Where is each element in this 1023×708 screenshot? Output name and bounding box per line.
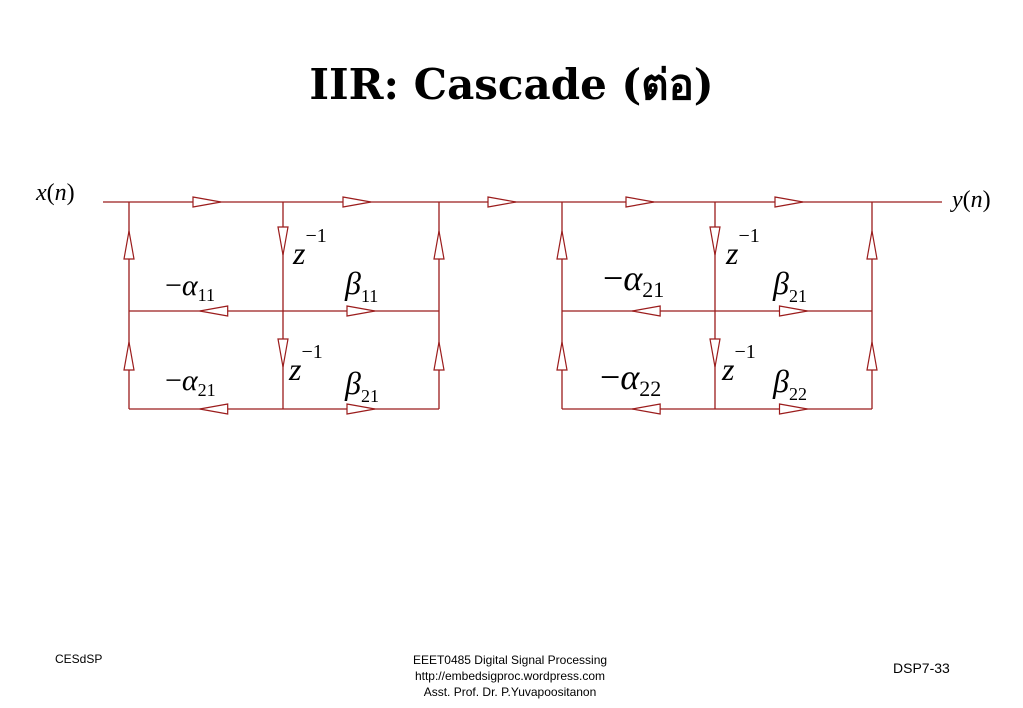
delay-2-2-label: z−1 <box>721 341 756 387</box>
section-1-beta-arrow-2 <box>346 403 376 415</box>
signal-wires <box>103 201 942 410</box>
section-2-delay-arrow-1 <box>709 226 721 256</box>
footer-author-line: Asst. Prof. Dr. P.Yuvapoositanon <box>423 685 597 699</box>
beta-2-2-label: β22 <box>772 363 807 404</box>
section-1-alpha-arrow-1 <box>199 305 229 317</box>
section-2-alpha-arrow-2 <box>632 403 661 415</box>
section-1-feedback-up-2 <box>123 341 135 371</box>
footer-left-text: CESdSP <box>55 652 103 666</box>
alpha-1-1-label: −α11 <box>165 269 215 305</box>
delay-1-1-label: z−1 <box>292 225 327 271</box>
section-1-feedforward-up-1 <box>433 230 445 260</box>
main-arrow-1 <box>192 196 222 208</box>
footer-course-line: EEET0485 Digital Signal Processing <box>412 653 608 667</box>
beta-1-2-label: β21 <box>344 365 379 406</box>
section-1-alpha-arrow-2 <box>199 403 229 415</box>
alpha-2-2-label: −α22 <box>600 357 661 401</box>
section-1-feedforward-up-2 <box>433 341 445 371</box>
main-arrow-4 <box>625 196 655 208</box>
footer-url-line: http://embedsigproc.wordpress.com <box>414 669 606 683</box>
delay-1-2-label: z−1 <box>288 341 323 387</box>
slide-number: DSP7-33 <box>893 660 950 676</box>
section-2-feedforward-up-2 <box>866 341 878 371</box>
section-1-delay-arrow-2 <box>277 338 289 368</box>
delay-2-1-label: z−1 <box>725 225 760 271</box>
section-2-delay-arrow-2 <box>709 338 721 368</box>
main-arrow-5 <box>774 196 804 208</box>
section-2-beta-arrow-1 <box>778 305 808 317</box>
footer-center-text: EEET0485 Digital Signal Processing http:… <box>350 652 670 700</box>
section-1-labels: z−1 z−1 −α11 −α21 β11 β21 <box>165 225 379 406</box>
section-2-feedback-up-2 <box>556 341 568 371</box>
section-2-alpha-arrow-1 <box>632 305 661 317</box>
main-arrow-3 <box>487 196 517 208</box>
input-label: x(n) <box>35 180 75 206</box>
alpha-2-1-label: −α21 <box>603 258 664 302</box>
alpha-1-2-label: −α21 <box>165 364 216 400</box>
flow-arrows <box>123 196 878 415</box>
section-2-feedback-up-1 <box>556 230 568 260</box>
section-2-beta-arrow-2 <box>778 403 808 415</box>
main-arrow-2 <box>342 196 372 208</box>
section-1-feedback-up-1 <box>123 230 135 260</box>
section-2-labels: z−1 z−1 −α21 −α22 β21 β22 <box>600 225 807 404</box>
section-2-feedforward-up-1 <box>866 230 878 260</box>
section-1-delay-arrow-1 <box>277 226 289 256</box>
slide-title: IIR: Cascade (ต่อ) <box>309 60 714 109</box>
beta-2-1-label: β21 <box>772 265 807 306</box>
beta-1-1-label: β11 <box>344 265 378 306</box>
output-label: y(n) <box>950 187 991 213</box>
section-1-beta-arrow-1 <box>346 305 376 317</box>
